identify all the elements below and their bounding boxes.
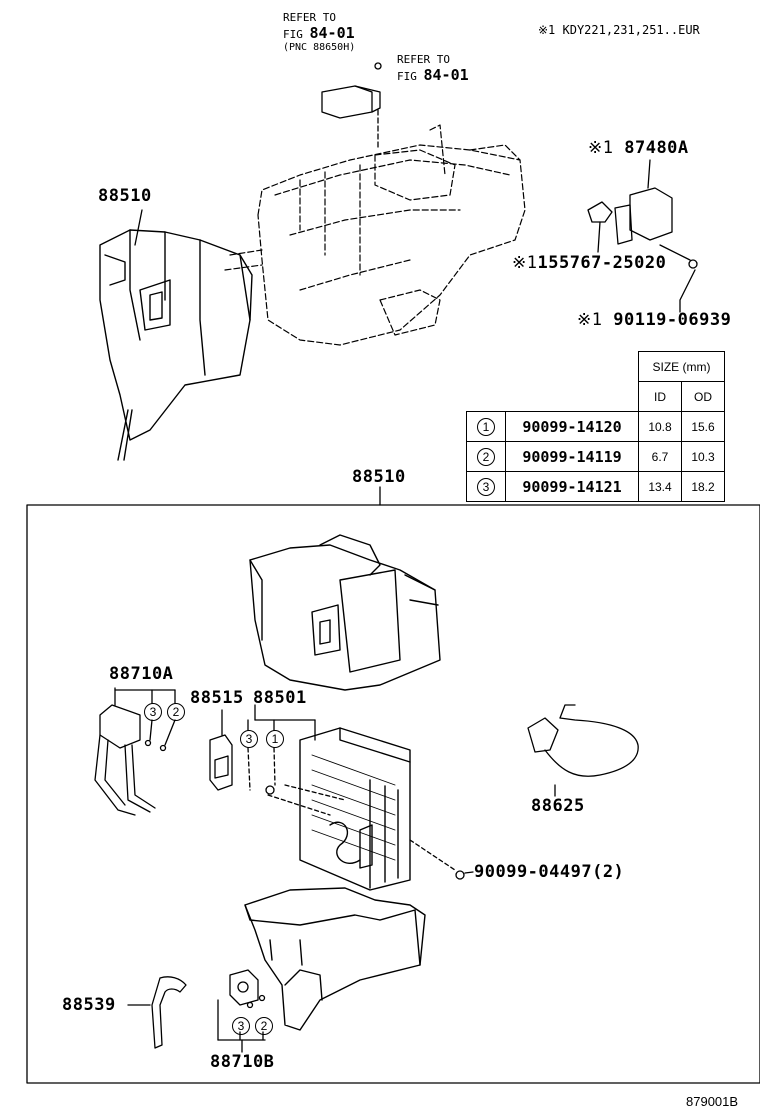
- oring-mark-evap-1[interactable]: 1: [266, 730, 284, 748]
- part-label-88515[interactable]: 88515: [190, 688, 244, 708]
- amp-number: 87480A: [624, 138, 689, 158]
- evaporator-leader: [247, 704, 346, 816]
- oring-size-table: SIZE (mm) ID OD 1 90099-14120 10.8 15.6 …: [466, 351, 725, 502]
- screw-top-mark: ※1: [577, 310, 603, 330]
- table-blank-4: [506, 382, 639, 412]
- oring-mark-valve-a-3[interactable]: 3: [144, 703, 162, 721]
- table-blank-2: [506, 352, 639, 382]
- oring-mark-valve-b-3[interactable]: 3: [232, 1017, 250, 1035]
- table-row[interactable]: 1 90099-14120 10.8 15.6: [466, 411, 725, 442]
- part-label-88501[interactable]: 88501: [253, 688, 307, 708]
- table-cell-od: 18.2: [681, 471, 725, 502]
- refer-note-1-fig-prefix: FIG: [283, 28, 303, 41]
- table-header-row-1: SIZE (mm): [467, 351, 725, 382]
- table-cell-code: 90099-14120: [505, 411, 639, 442]
- region-note: ※1 KDY221,231,251..EUR: [538, 23, 700, 37]
- table-cell-id: 13.4: [638, 471, 682, 502]
- part-label-88539[interactable]: 88539: [62, 995, 116, 1015]
- table-cell-id: 10.8: [638, 411, 682, 442]
- part-label-88625[interactable]: 88625: [531, 796, 585, 816]
- table-col-id: ID: [638, 381, 682, 412]
- oring-mark-2: 2: [477, 447, 495, 466]
- evaporator-case-lower: [244, 887, 426, 1031]
- table-cell-mark: 2: [466, 441, 506, 472]
- screw-top-part: [659, 244, 698, 313]
- table-cell-mark: 3: [466, 471, 506, 502]
- oring-mark-valve-a-2[interactable]: 2: [167, 703, 185, 721]
- harness-part: [527, 704, 639, 797]
- bulb-part: [587, 201, 613, 253]
- table-cell-code: 90099-14119: [505, 441, 639, 472]
- table-row[interactable]: 3 90099-14121 13.4 18.2: [466, 471, 725, 502]
- table-blank-3: [467, 382, 506, 412]
- table-cell-id: 6.7: [638, 441, 682, 472]
- refer-note-2-line1: REFER TO: [397, 53, 450, 66]
- evaporator-case-top: [99, 229, 253, 461]
- table-title: SIZE (mm): [638, 351, 725, 382]
- table-col-od: OD: [681, 381, 725, 412]
- refer-note-1-fig: FIG 84-01: [283, 24, 355, 42]
- part-label-88710a[interactable]: 88710A: [109, 664, 174, 684]
- refer-note-2[interactable]: REFER TO FIG 84-01: [397, 53, 469, 84]
- refer-note-1[interactable]: REFER TO FIG 84-01 (PNC 88650H): [283, 11, 355, 53]
- refer-note-2-fig-prefix: FIG: [397, 70, 417, 83]
- part-label-88510-top[interactable]: 88510: [98, 186, 152, 206]
- bulb-number: 155767-25020: [537, 253, 667, 273]
- screw-bottom-part: [409, 839, 474, 880]
- oring-mark-evap-3[interactable]: 3: [240, 730, 258, 748]
- leader-88510-top: [134, 209, 143, 246]
- figure-id: 879001B: [686, 1094, 739, 1109]
- amp-mark: ※1: [588, 138, 614, 158]
- oring-mark-1: 1: [477, 417, 495, 436]
- table-cell-od: 10.3: [681, 441, 725, 472]
- part-label-88710b[interactable]: 88710B: [210, 1052, 275, 1072]
- part-label-screw-bottom[interactable]: 90099-04497(2): [474, 862, 625, 882]
- expansion-valve-a: [94, 687, 176, 816]
- thermistor-part: [209, 709, 233, 791]
- screw-top-number: 90119-06939: [613, 310, 732, 330]
- part-label-88510-box[interactable]: 88510: [352, 467, 406, 487]
- refer-note-2-fig: FIG 84-01: [397, 66, 469, 84]
- amplifier-part: [614, 159, 673, 245]
- refer-note-2-fig-num: 84-01: [423, 66, 469, 84]
- table-blank-1: [467, 352, 506, 382]
- part-label-bulb[interactable]: ※1155767-25020: [512, 253, 666, 273]
- bulb-mark: ※1: [512, 253, 538, 273]
- expansion-valve-b: [217, 969, 266, 1053]
- oring-mark-valve-b-2[interactable]: 2: [255, 1017, 273, 1035]
- part-label-screw-top[interactable]: ※1 90119-06939: [577, 310, 731, 330]
- evaporator-core: [299, 727, 411, 891]
- table-cell-mark: 1: [466, 411, 506, 442]
- refer-note-1-pnc: (PNC 88650H): [283, 42, 356, 53]
- evaporator-case-upper: [249, 534, 441, 691]
- hose-part: [127, 976, 187, 1049]
- detail-frame: [26, 504, 760, 1084]
- refer-note-1-line1: REFER TO: [283, 11, 336, 24]
- refer-note-1-fig-num: 84-01: [309, 24, 355, 42]
- table-row[interactable]: 2 90099-14119 6.7 10.3: [466, 441, 725, 472]
- part-label-87480a[interactable]: ※1 87480A: [588, 138, 689, 158]
- top-sensor-part: [321, 62, 382, 151]
- table-header-row-2: ID OD: [467, 381, 725, 412]
- oring-mark-3: 3: [477, 477, 495, 496]
- table-cell-code: 90099-14121: [505, 471, 639, 502]
- main-air-unit: [224, 124, 526, 346]
- table-cell-od: 15.6: [681, 411, 725, 442]
